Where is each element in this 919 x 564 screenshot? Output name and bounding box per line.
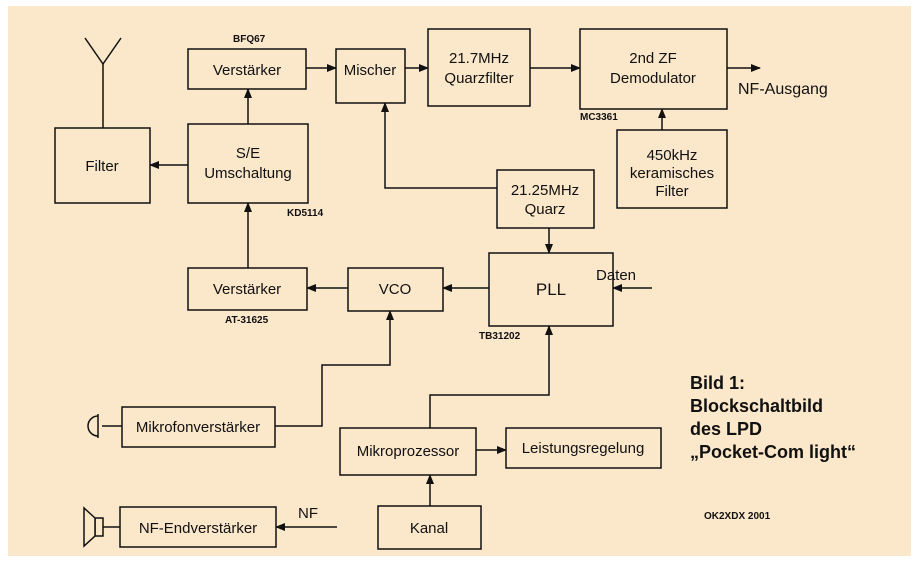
quartz-filter-label-line2: Quarzfilter [444,70,513,87]
block-pll [488,252,614,327]
block-ceramic-filter [616,129,728,209]
af-input-label: NF [298,505,318,522]
caption-line1: Bild 1: [690,373,745,393]
block-mic-amplifier [121,406,276,448]
amplifier-top-label: Verstärker [213,62,281,79]
se-switch-label-line2: Umschaltung [204,165,292,182]
speaker-icon [83,506,96,548]
caption-line2: Blockschaltbild [690,396,823,416]
se-switch-label-line1: S/E [236,145,260,162]
part-label-tb31202: TB31202 [479,331,521,342]
microprocessor-label: Mikroprozessor [357,443,460,460]
channel-label: Kanal [410,520,448,537]
quartz-label-line1: 21.25MHz [511,182,579,199]
part-label-bfq67: BFQ67 [233,34,266,45]
ceramic-filter-label-line2: keramisches [630,165,714,182]
block-power-control [505,427,662,469]
block-demodulator [579,28,728,110]
signal-lines [84,37,761,531]
audio-amplifier-label: NF-Endverstärker [139,520,257,537]
arrow-mic-to-vco [275,310,394,427]
caption-line3: des LPD [690,419,762,439]
data-input-label: Daten [596,267,636,284]
block-mixer [335,48,406,104]
power-control-label: Leistungsregelung [522,440,645,457]
filter-label: Filter [85,158,118,175]
amplifier-bottom-label: Verstärker [213,281,281,298]
caption-line4: „Pocket-Com light“ [690,442,856,462]
part-label-at31625: AT-31625 [225,315,269,326]
quartz-filter-label-line1: 21.7MHz [449,50,509,67]
block-quartz [496,169,595,229]
arrow-quartz-to-mixer [381,102,497,189]
block-labels: Filter S/E Umschaltung Verstärker Mische… [85,50,714,537]
demodulator-label-line1: 2nd ZF [629,50,677,67]
figure-caption: Bild 1: Blockschaltbild des LPD „Pocket-… [690,373,856,462]
block-amplifier-top [187,48,307,90]
block-vco [347,267,444,312]
ceramic-filter-label-line3: Filter [655,183,688,200]
block-amplifier-bottom [187,267,308,311]
part-label-kd5114: KD5114 [287,208,324,219]
mixer-label: Mischer [344,62,397,79]
block-microprocessor [339,427,477,476]
block-audio-amplifier [119,506,277,548]
block-filter [54,127,151,204]
pll-label: PLL [536,280,566,299]
transducer-symbols [83,414,104,548]
antenna-left-arm [84,37,104,65]
microphone-icon [87,415,99,437]
part-label-mc3361: MC3361 [580,112,618,123]
speaker-magnet [94,517,104,537]
mic-amplifier-label: Mikrofonverstärker [136,419,260,436]
quartz-label-line2: Quarz [525,201,566,218]
part-numbers: BFQ67 MC3361 KD5114 AT-31625 TB31202 [225,34,618,342]
af-output-label: NF-Ausgang [738,81,828,98]
vco-label: VCO [379,281,412,298]
signal-labels: NF-Ausgang Daten NF [298,81,828,522]
demodulator-label-line2: Demodulator [610,70,696,87]
ceramic-filter-label-line1: 450kHz [647,147,698,164]
blocks [54,28,728,550]
block-se-switch [187,123,309,204]
block-channel [377,505,482,550]
antenna-right-arm [102,37,122,65]
credit-label: OK2XDX 2001 [704,511,771,522]
block-quartz-filter [427,28,531,107]
arrow-mcu-to-pll [429,325,553,428]
